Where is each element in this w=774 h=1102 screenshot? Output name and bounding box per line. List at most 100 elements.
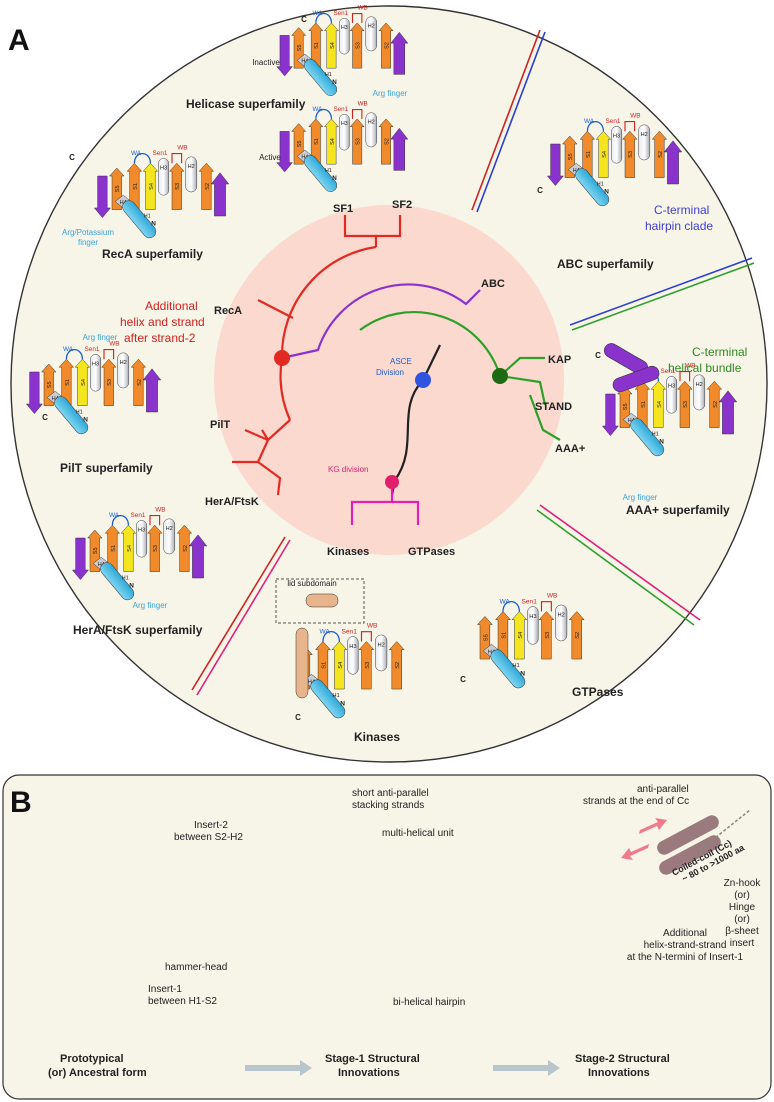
aaa-s2-label: S2 [713, 401, 719, 408]
reca-wb: WB [177, 145, 187, 152]
clade-additional: Additional helix and strand after strand… [120, 299, 208, 345]
aaa-h1 [630, 418, 665, 457]
pilt-s1-label: S1 [65, 379, 71, 386]
insert1-l1: Insert-1 [148, 984, 182, 995]
kin-h1-label: H1 [332, 693, 339, 699]
insert2-l2: between S2-H2 [174, 832, 243, 843]
helicase-inactive-s4 [323, 22, 339, 69]
label-active: Active [259, 153, 281, 162]
reca-h2-label: H2 [188, 164, 195, 170]
helicase-inactive-h2-label: H2 [368, 24, 375, 30]
helicase-inactive-h3 [339, 18, 350, 55]
helicase-inactive-ts1 [276, 35, 293, 77]
aaa-wb: WB [685, 363, 695, 370]
title-kinases: Kinases [354, 730, 400, 744]
hss-l3: at the N-termini of Insert-1 [627, 952, 744, 963]
helicase-inactive-s3 [349, 22, 365, 69]
abc-wb-loop [624, 121, 636, 132]
abc-ts1 [546, 143, 564, 186]
node-pilt: PilT [210, 419, 230, 431]
stage1-l1: Stage-1 Structural [325, 1053, 420, 1065]
reca-sen1: Sen1 [153, 150, 168, 157]
hera-h2 [163, 518, 176, 555]
helicase-active-h1 [304, 155, 338, 192]
kin-s1-label: S1 [321, 662, 327, 669]
gtp-s2-label: S2 [575, 632, 581, 639]
node-pink [385, 475, 399, 489]
helicase-inactive-wa: WA [312, 10, 323, 17]
helicase-active-h1-label: H1 [325, 168, 332, 174]
helicase-active-s4 [323, 118, 339, 165]
kin-s3-label: S3 [365, 662, 371, 669]
hera-h1 [100, 562, 135, 601]
stage0-caption: Prototypical(or) Ancestral form [48, 1053, 147, 1079]
node-gtpases: GTPases [408, 546, 455, 558]
kin-wa: WA [319, 628, 330, 635]
helicase-active-h4-label: H4 [301, 155, 308, 161]
reca-h1-label: H1 [144, 214, 151, 220]
node-kap: KAP [548, 354, 571, 366]
title-hera: HerA/FtsK superfamily [73, 623, 203, 637]
clade-hairpin-l1: C-terminal [654, 203, 709, 217]
kin-wb-loop [360, 631, 372, 642]
abc-h1-label: H1 [597, 182, 604, 188]
hera-s4 [120, 524, 137, 572]
panel-a-letter: A [8, 24, 30, 57]
helicase-active-wb-loop [351, 109, 363, 119]
stage0-l1: Prototypical [60, 1053, 124, 1065]
anti-strand-1 [639, 818, 667, 834]
aaa-s4-label: S4 [657, 401, 663, 408]
hera-s2 [176, 524, 193, 572]
node-kinases: Kinases [327, 546, 369, 558]
kin-h2 [375, 634, 388, 672]
abc-n: N [604, 189, 609, 196]
pilt-h2 [117, 352, 130, 389]
reca-n: N [151, 221, 156, 228]
reca-h1 [122, 200, 157, 239]
helicase-active-s1-label: S1 [314, 138, 320, 145]
helicase-inactive-s2 [378, 22, 394, 69]
kin-s2-label: S2 [395, 662, 401, 669]
kin-wb: WB [367, 623, 378, 630]
pilt-n: N [83, 417, 88, 424]
label-inactive: Inactive [252, 58, 280, 67]
stage-arrow-2 [493, 1060, 560, 1076]
kin-h1 [310, 679, 346, 719]
helicase-active-n: N [332, 175, 337, 182]
hera-s5-label: S5 [93, 547, 99, 554]
abc-wa-loop [586, 120, 605, 132]
clade-bundle-l1: C-terminal [692, 345, 747, 359]
stage-arrow-1 [245, 1060, 312, 1076]
abc-wa: WA [584, 118, 595, 125]
gtp-h3 [527, 606, 539, 645]
reca-wa: WA [131, 150, 142, 157]
pilt-sen1: Sen1 [85, 346, 100, 353]
short-anti-l1: short anti-parallel [352, 788, 429, 799]
gtp-h3-label: H3 [529, 614, 536, 620]
reca-h3 [158, 158, 170, 196]
abc-s3-label: S3 [628, 151, 634, 158]
helicase-inactive-n: N [332, 79, 337, 86]
node-green [492, 368, 508, 384]
pilt-s4 [74, 358, 91, 406]
panel-b: B Prototypical(or) Ancestral form Stage-… [2, 774, 772, 1100]
hera-ts1 [71, 537, 89, 580]
aaa-h4-label: H4 [628, 418, 635, 424]
aaa-h3-label: H3 [668, 384, 675, 390]
pilt-ts1 [25, 371, 43, 414]
helicase-active-wb: WB [358, 101, 368, 108]
node-sf1: SF1 [333, 203, 353, 215]
aaa-s2 [706, 380, 723, 428]
kin-s3 [358, 641, 375, 690]
reca-arg-l1: Arg/Potassium [62, 228, 114, 237]
helicase-active-s1 [308, 118, 324, 165]
helicase-active-s2 [378, 118, 394, 165]
helicase-active-h3 [339, 114, 350, 151]
clade-bundle-l2: helical bundle [668, 361, 742, 375]
helicase-inactive-s5-label: S5 [297, 45, 303, 52]
